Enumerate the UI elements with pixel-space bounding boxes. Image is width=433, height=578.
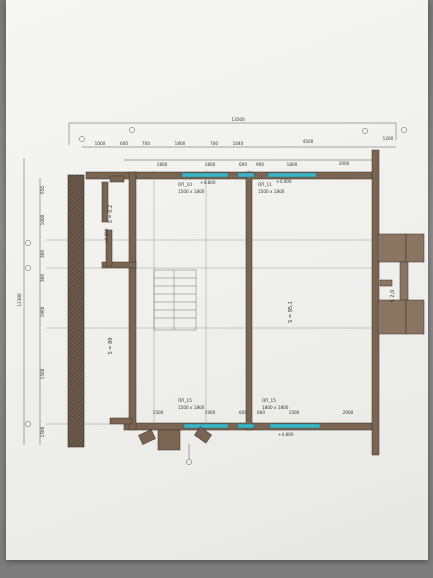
- entrance-porch: [138, 426, 212, 451]
- dim-top-inner-3: 600: [239, 162, 247, 167]
- room-label-small: S = 0.2: [108, 205, 114, 224]
- dim-left-seg-4: 300: [40, 274, 45, 282]
- dim-top-inner-2: 1800: [205, 162, 216, 167]
- window-label-top-right-size: 1500 x 1800: [258, 189, 285, 194]
- window-label-top-left-size: 1500 x 1800: [178, 189, 205, 194]
- level-mark-4: +4.800: [104, 228, 109, 244]
- dim-bottom-inner-6: 2000: [343, 410, 354, 415]
- walls: [85, 149, 380, 456]
- left-axis-markers: [25, 240, 31, 427]
- room-label-left: S = 89: [108, 338, 114, 355]
- dim-top-seg-2: 600: [120, 141, 128, 146]
- window-label-bottom-right-size: 1800 x 1800: [262, 405, 289, 410]
- dim-left-seg-7: 1500: [40, 426, 45, 437]
- dim-left-seg-1: 650: [40, 186, 45, 194]
- floor-plan: 13500 1000 600 700 1800 700 1040 4500 12…: [17, 117, 425, 465]
- dim-bottom-inner-2: 1900: [205, 410, 216, 415]
- dim-top-inner-5: 1800: [287, 162, 298, 167]
- dim-top-seg-8: 1200: [383, 136, 394, 141]
- level-mark-2: +4.000: [276, 179, 292, 184]
- level-mark-3: +4.800: [278, 432, 294, 437]
- left-outer-wall: [67, 174, 85, 448]
- dim-top-seg-3: 700: [142, 141, 150, 146]
- windows: [181, 172, 321, 429]
- dim-top-seg-5: 700: [210, 141, 218, 146]
- room-label-vent: S 2,0: [390, 290, 396, 303]
- dim-left-seg-6: 1500: [40, 368, 45, 379]
- dim-left-seg-3: 300: [40, 250, 45, 258]
- dim-top-overall: 13500: [231, 117, 245, 122]
- dim-bottom-inner-5: 1500: [289, 410, 300, 415]
- dim-top-seg-1: 1000: [95, 141, 106, 146]
- dim-left-overall: 11300: [17, 293, 22, 307]
- window-label-bottom-left-name: ОП_15: [178, 398, 192, 403]
- top-axis-markers: [79, 127, 407, 142]
- entrance-axis-marker: [186, 444, 192, 465]
- dim-bottom-inner-4: 600: [257, 410, 265, 415]
- room-label-main: S = 95,1: [288, 301, 294, 323]
- dim-bottom-inner-3: 600: [239, 410, 247, 415]
- dim-top-inner-1: 1800: [157, 162, 168, 167]
- dim-top-inner-4: 900: [256, 162, 264, 167]
- dim-left-seg-2: 1000: [40, 214, 45, 225]
- dim-top-seg-7: 4500: [303, 139, 314, 144]
- dim-top-inner-6: 2000: [339, 161, 350, 166]
- staircase: [153, 269, 197, 331]
- window-label-bottom-left-size: 1500 x 1800: [178, 405, 205, 410]
- dim-left-seg-5: 1960: [40, 306, 45, 317]
- window-label-top-right-name: ОП_11: [258, 182, 272, 187]
- left-dimension-lines: [23, 158, 41, 445]
- right-annex: [377, 233, 425, 335]
- window-label-top-left-name: ОП_10: [178, 182, 192, 187]
- dim-top-seg-6: 1040: [233, 141, 244, 146]
- window-label-bottom-right-name: ОП_15: [262, 398, 276, 403]
- level-mark-1: +4.800: [200, 180, 216, 185]
- dim-top-seg-4: 1800: [175, 141, 186, 146]
- top-dimension-lines: [68, 122, 397, 161]
- dim-bottom-inner-1: 1500: [153, 410, 164, 415]
- paper-sheet: 13500 1000 600 700 1800 700 1040 4500 12…: [6, 0, 428, 560]
- axis-grid-lines: [46, 170, 374, 428]
